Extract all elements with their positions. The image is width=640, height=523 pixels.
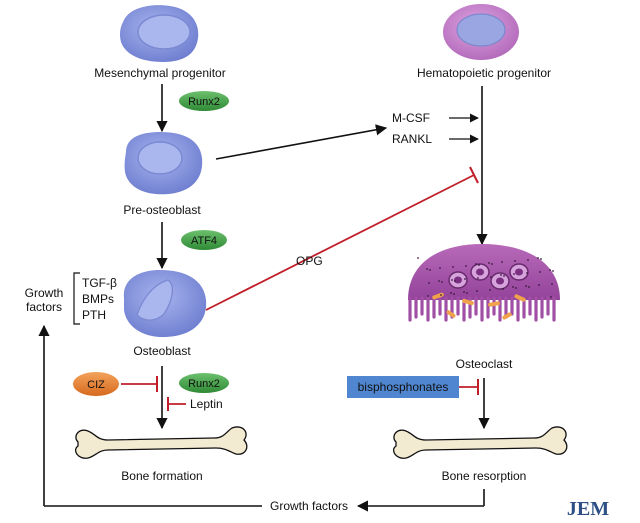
osteoclast-granule <box>491 263 493 265</box>
bone-resorption-bone <box>392 426 568 459</box>
mesenchymal-cell <box>119 5 199 62</box>
osteoclast-granule <box>488 262 490 264</box>
osteoclast-label: Osteoclast <box>456 357 513 371</box>
osteoclast-granule <box>463 291 465 293</box>
bisphosphonates-label: bisphosphonates <box>358 380 449 394</box>
osteoclast-granule <box>540 258 542 260</box>
osteoclast-granule <box>478 264 480 266</box>
bone-resorption-label: Bone resorption <box>442 469 527 483</box>
osteoclast-granule <box>551 283 553 285</box>
mesenchymal-label: Mesenchymal progenitor <box>94 66 225 80</box>
runx2-top-pill: Runx2 <box>179 91 229 111</box>
osteoclast-granule <box>550 296 552 298</box>
opg-inhibition-line <box>205 174 475 311</box>
osteoclast-granule <box>489 289 491 291</box>
runx2-bottom-label: Runx2 <box>188 378 220 390</box>
osteoclast-granule <box>525 285 527 287</box>
osteoclast-granule <box>502 288 504 290</box>
osteoclast-granule <box>440 294 442 296</box>
osteoclast-granule <box>490 276 492 278</box>
osteoclast-granule <box>426 268 428 270</box>
growth-factors-label-2: factors <box>26 300 62 314</box>
gf-item-tgf: TGF-β <box>82 276 117 290</box>
osteoclast-granule <box>528 286 530 288</box>
osteoclast-granule <box>427 295 429 297</box>
opg-inhibition-bar <box>469 166 479 184</box>
hematopoietic-cell <box>443 4 519 60</box>
osteoclast-granule <box>450 292 452 294</box>
growth-factors-label-1: Growth <box>25 286 64 300</box>
osteoclast-granule <box>441 281 443 283</box>
jem-logo: JEM <box>567 498 609 520</box>
runx2-top-label: Runx2 <box>188 96 220 108</box>
osteoclast-granule <box>526 272 528 274</box>
osteoclast-granule <box>439 267 441 269</box>
atf4-label: ATF4 <box>191 235 217 247</box>
osteoclast-granule <box>417 257 419 259</box>
osteoclast-granule <box>475 263 477 265</box>
osteoclast-granule <box>500 274 502 276</box>
osteoclast-granules <box>417 257 554 298</box>
osteoclast-ruffled-border <box>408 296 556 322</box>
osteoclast-granule <box>451 279 453 281</box>
bisphosphonates-box <box>347 376 459 398</box>
osteoclast-granule <box>476 290 478 292</box>
osteoclast-granule <box>539 271 541 273</box>
osteoclast-granule <box>477 277 479 279</box>
osteoclast-granule <box>453 293 455 295</box>
growth-factors-bottom-label: Growth factors <box>270 499 348 513</box>
bone-formation-bone <box>74 426 248 459</box>
gf-item-bmps: BMPs <box>82 292 114 306</box>
osteoclast-granule <box>513 273 515 275</box>
leptin-label: Leptin <box>190 397 223 411</box>
osteoclast-granule <box>438 280 440 282</box>
osteoblast-cell <box>123 270 207 338</box>
runx2-bottom-pill: Runx2 <box>179 373 229 393</box>
ciz-pill: CIZ <box>73 372 119 396</box>
osteoclast-cell <box>408 244 560 322</box>
growth-factors-bracket <box>73 272 80 325</box>
osteoclast-granule <box>465 265 467 267</box>
osteoclast-granule <box>515 287 517 289</box>
osteoclast-granule <box>549 269 551 271</box>
atf4-pill: ATF4 <box>181 230 227 250</box>
osteoclast-granule <box>512 286 514 288</box>
rankl-label: RANKL <box>392 132 432 146</box>
osteoclast-granule <box>514 260 516 262</box>
osteoblast-label: Osteoblast <box>133 344 191 358</box>
mcsf-label: M-CSF <box>392 111 430 125</box>
bone-formation-label: Bone formation <box>121 469 202 483</box>
osteoclast-granule <box>501 261 503 263</box>
osteoclast-granule <box>503 275 505 277</box>
arrow-preosteoblast-to-rankl <box>215 124 388 160</box>
osteoclast-granule <box>428 282 430 284</box>
osteoclast-granule <box>527 259 529 261</box>
osteoclast-granule <box>552 270 554 272</box>
osteoclast-granule <box>538 284 540 286</box>
osteoclast-granule <box>466 292 468 294</box>
osteoclast-granule <box>452 266 454 268</box>
osteoclast-granule <box>454 280 456 282</box>
osteoclast-granule <box>464 278 466 280</box>
osteoclast-granule <box>429 269 431 271</box>
ciz-label: CIZ <box>87 379 105 391</box>
pre-osteoblast-cell <box>124 132 203 195</box>
hematopoietic-label: Hematopoietic progenitor <box>417 66 551 80</box>
opg-label: OPG <box>296 254 323 268</box>
pre-osteoblast-label: Pre-osteoblast <box>123 203 201 217</box>
osteoclast-granule <box>537 257 539 259</box>
gf-item-pth: PTH <box>82 308 106 322</box>
